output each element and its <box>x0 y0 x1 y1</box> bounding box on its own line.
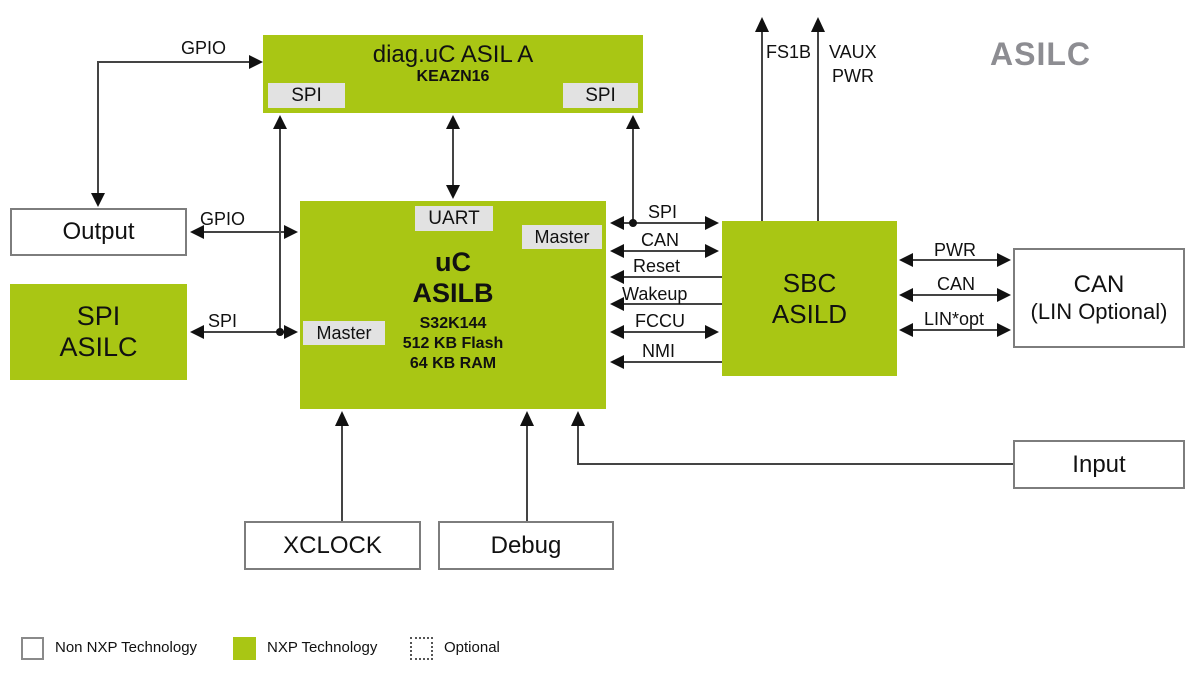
signal-label-gpio-top: GPIO <box>181 38 227 58</box>
sbc-title-line2: ASILD <box>771 298 848 329</box>
signal-label-nmi: NMI <box>642 341 675 361</box>
block-diag-uc: diag.uC ASIL A KEAZN16 SPI SPI <box>263 35 643 113</box>
diag-uc-port-spi-right: SPI <box>563 83 638 108</box>
signal-label-fccu: FCCU <box>635 311 685 331</box>
block-sbc-asild: SBC ASILD <box>722 221 897 376</box>
arrowheads <box>91 17 1011 426</box>
legend-swatch-optional <box>410 637 433 660</box>
block-can-lin: CAN (LIN Optional) <box>1013 248 1185 348</box>
spi-asilc-line1: SPI <box>76 301 121 331</box>
can-lin-line2: (LIN Optional) <box>1030 299 1168 324</box>
uc-detail-flash: 512 KB Flash <box>402 335 504 352</box>
uc-details: S32K144 512 KB Flash 64 KB RAM <box>403 314 503 374</box>
asilc-watermark: ASILC <box>990 36 1091 72</box>
debug-label: Debug <box>490 531 562 559</box>
uc-title-line2: ASILB <box>412 278 494 308</box>
block-output: Output <box>10 208 187 256</box>
block-debug: Debug <box>438 521 614 570</box>
block-uc-asilb: uC ASILB S32K144 512 KB Flash 64 KB RAM … <box>300 201 606 409</box>
can-lin-line1: CAN <box>1073 271 1125 298</box>
diag-uc-subtitle: KEAZN16 <box>416 68 490 85</box>
signal-label-fs1b: FS1B <box>766 42 812 62</box>
signal-label-can-left: CAN <box>641 230 680 250</box>
uc-detail-part: S32K144 <box>419 315 487 332</box>
uc-port-uart: UART <box>415 206 493 231</box>
signal-label-pwr-top: PWR <box>832 66 874 86</box>
connector-input-elbow <box>577 425 1013 465</box>
block-spi-asilc: SPI ASILC <box>10 284 187 380</box>
signal-label-vaux: VAUX <box>829 42 877 62</box>
legend: Non NXP Technology NXP Technology Option… <box>0 636 1200 662</box>
signal-label-pwr: PWR <box>934 240 976 260</box>
signal-label-spi-left: SPI <box>208 311 238 331</box>
legend-swatch-non-nxp <box>21 637 44 660</box>
signal-label-spi-right: SPI <box>648 202 678 222</box>
block-xclock: XCLOCK <box>244 521 421 570</box>
uc-title-line1: uC <box>435 247 471 277</box>
legend-label-optional: Optional <box>444 639 500 656</box>
block-input: Input <box>1013 440 1185 489</box>
signal-label-wakeup: Wakeup <box>622 284 688 304</box>
spi-asilc-line2: ASILC <box>59 332 138 362</box>
legend-swatch-nxp <box>233 637 256 660</box>
signal-label-gpio-mid: GPIO <box>200 209 246 229</box>
connector-gpio-elbow <box>97 61 250 194</box>
legend-label-nxp: NXP Technology <box>267 639 378 656</box>
diag-uc-title: diag.uC ASIL A <box>372 41 534 68</box>
uc-port-master-right: Master <box>522 225 602 249</box>
uc-port-master-left: Master <box>303 321 385 345</box>
xclock-label: XCLOCK <box>283 531 382 559</box>
sbc-title-line1: SBC <box>782 267 837 298</box>
legend-label-non-nxp: Non NXP Technology <box>55 639 198 656</box>
output-label: Output <box>62 218 135 245</box>
signal-label-can-right: CAN <box>937 274 976 294</box>
signal-label-reset: Reset <box>633 256 681 276</box>
uc-detail-ram: 64 KB RAM <box>409 355 497 372</box>
signal-label-lin-opt: LIN*opt <box>924 309 985 329</box>
diag-uc-port-spi-left: SPI <box>268 83 345 108</box>
input-label: Input <box>1072 450 1126 478</box>
